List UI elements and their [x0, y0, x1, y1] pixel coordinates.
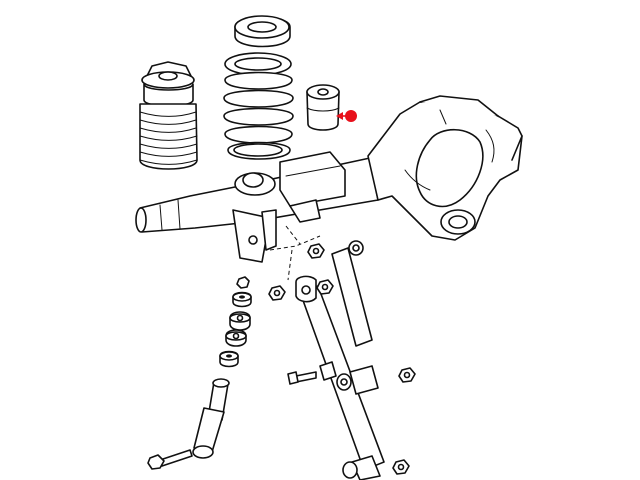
bolt-2	[147, 449, 193, 470]
nut-2	[268, 285, 286, 301]
shock-bracket	[232, 172, 277, 263]
coil-spring	[223, 52, 294, 160]
washer	[232, 291, 252, 308]
lower-grommet	[225, 329, 247, 347]
callout-marker[interactable]	[345, 110, 357, 122]
jounce-bumper[interactable]	[306, 84, 340, 131]
nut-5	[392, 459, 410, 475]
differential-housing	[367, 95, 523, 241]
upper-control-arm	[331, 240, 373, 347]
spring-seat-bracket	[279, 151, 346, 223]
nut-1	[307, 243, 325, 259]
nut-4	[398, 367, 416, 383]
top-nut	[236, 276, 250, 289]
lower-arm-end-bushing	[342, 455, 381, 480]
arm-bushing	[319, 361, 379, 395]
air-spring-boot	[139, 61, 198, 170]
shock-absorber	[192, 378, 230, 459]
upper-grommet	[229, 311, 251, 331]
nut-3	[316, 279, 334, 295]
fasteners	[147, 243, 416, 475]
assembly-guide-lines	[269, 225, 321, 281]
bolt-1	[287, 371, 317, 385]
spring-upper-isolator	[234, 15, 291, 48]
callout-pointer	[336, 112, 346, 120]
lower-washer	[219, 350, 239, 368]
shock-mount-hardware	[219, 276, 252, 368]
